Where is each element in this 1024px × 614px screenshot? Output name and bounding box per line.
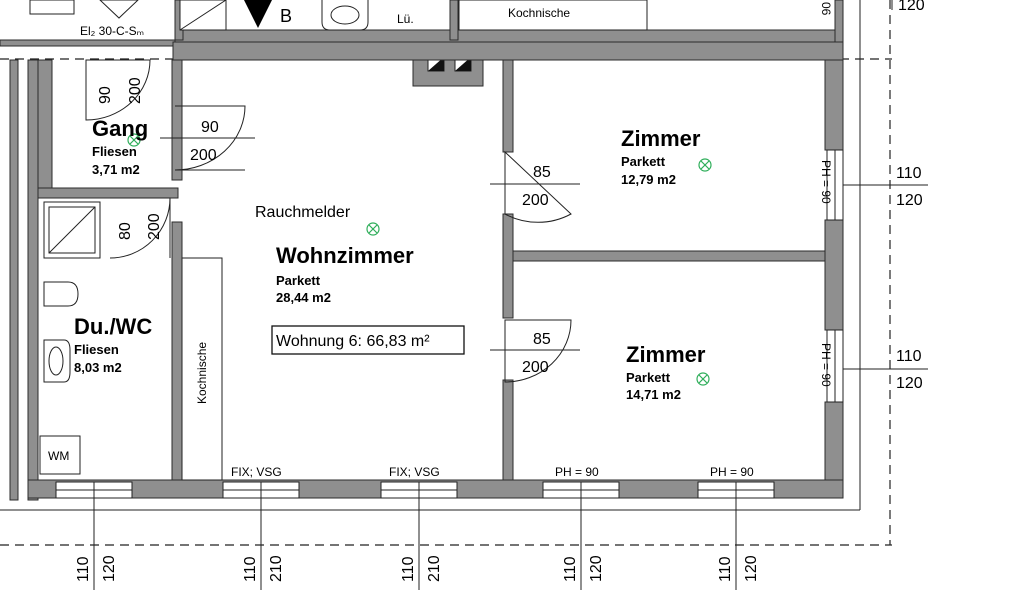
room-duwc-name: Du./WC — [74, 314, 152, 339]
washing-machine-label: WM — [48, 449, 69, 463]
toilet-icon — [43, 281, 79, 307]
door-3-width: 80 — [117, 222, 134, 240]
window-2-width: 110 — [242, 556, 259, 582]
room-zimmer2-area: 14,71 m2 — [626, 387, 681, 402]
section-marker-b — [244, 0, 272, 28]
door-5-height: 200 — [522, 359, 549, 376]
door-zimmer-1 — [490, 150, 580, 223]
wall-mid-1 — [502, 59, 514, 153]
room-wohnzimmer-area: 28,44 m2 — [276, 290, 331, 305]
window-3-width: 110 — [400, 556, 417, 582]
wall-gang-duwc — [37, 187, 179, 199]
section-label-b: B — [280, 6, 292, 26]
kochnische-side-label: Kochnische — [195, 342, 209, 404]
apartment-area-box — [271, 325, 465, 355]
window-3-height: 210 — [426, 555, 443, 582]
kochnische-counter — [181, 257, 223, 481]
window-right-2 — [826, 329, 844, 403]
door-1-width: 90 — [201, 119, 219, 136]
kochnische-upper-label: Kochnische — [508, 6, 570, 20]
wall-left-gang — [37, 59, 53, 189]
window-right-2-ph: PH = 90 — [819, 343, 833, 387]
room-gang-material: Fliesen — [92, 144, 137, 159]
window-right-2-height: 120 — [896, 375, 923, 392]
room-wohnzimmer-name: Wohnzimmer — [276, 243, 414, 268]
room-zimmer1-material: Parkett — [621, 154, 666, 169]
wall-top-main — [172, 41, 844, 61]
door-gang-wohnzimmer — [160, 105, 255, 171]
shower-top-icon — [179, 0, 227, 31]
door-3-height: 200 — [146, 213, 163, 240]
wall-zimmer-divider — [512, 250, 829, 262]
room-gang-name: Gang — [92, 116, 148, 141]
wall-right-2 — [824, 219, 844, 331]
window-5-width: 110 — [717, 556, 734, 582]
window-5-label: PH = 90 — [710, 465, 754, 479]
washing-machine — [39, 435, 81, 475]
top-right-dim-a: 06 — [819, 2, 833, 16]
window-2-height: 210 — [268, 555, 285, 582]
el-label: El₂ 30-C-Sₘ — [80, 24, 144, 38]
room-zimmer2-name: Zimmer — [626, 342, 706, 367]
wall-top-upper — [174, 29, 841, 43]
window-right-1-height: 120 — [896, 192, 923, 209]
door-4-height: 200 — [522, 192, 549, 209]
window-3-label: FIX; VSG — [389, 465, 440, 479]
sink-top-icon — [321, 0, 369, 31]
smoke-detector-label: Rauchmelder — [255, 204, 351, 221]
room-duwc-material: Fliesen — [74, 342, 119, 357]
kochnische-upper — [458, 0, 648, 31]
wall-left-inner — [27, 59, 39, 501]
room-zimmer2-material: Parkett — [626, 370, 671, 385]
window-5-height: 120 — [743, 555, 760, 582]
wall-right-1 — [824, 59, 844, 151]
window-right-2-width: 110 — [896, 348, 922, 365]
ventilation-label: Lü. — [397, 12, 414, 26]
window-right-1-ph: PH = 90 — [819, 160, 833, 204]
room-gang-area: 3,71 m2 — [92, 162, 140, 177]
window-4-height: 120 — [588, 555, 605, 582]
door-2-height: 200 — [127, 77, 144, 104]
room-zimmer1-area: 12,79 m2 — [621, 172, 676, 187]
sink-icon — [43, 339, 71, 383]
wall-gang-right — [171, 59, 183, 181]
apartment-area-label: Wohnung 6: 66,83 m² — [276, 333, 430, 350]
wall-top-left-thin — [0, 39, 176, 47]
window-1-width: 110 — [75, 556, 92, 582]
wall-top-stub-2 — [449, 0, 459, 41]
smoke-detector-icon — [696, 372, 710, 386]
window-right-1-width: 110 — [896, 165, 922, 182]
smoke-detector-icon — [366, 222, 380, 236]
window-4-width: 110 — [562, 556, 579, 582]
wall-left-outer — [9, 59, 19, 501]
door-duwc — [109, 197, 171, 259]
el-marker — [99, 0, 139, 19]
door-4-width: 85 — [533, 164, 551, 181]
window-2-label: FIX; VSG — [231, 465, 282, 479]
room-zimmer1-name: Zimmer — [621, 126, 701, 151]
wall-duwc-right — [171, 221, 183, 481]
window-1-height: 120 — [101, 555, 118, 582]
door-zimmer-2 — [490, 319, 580, 383]
door-2-width: 90 — [97, 86, 114, 104]
wall-mid-2 — [502, 213, 514, 319]
window-4-label: PH = 90 — [555, 465, 599, 479]
shower-icon — [43, 201, 101, 259]
top-right-dim-b: 120 — [898, 0, 925, 14]
room-wohnzimmer-material: Parkett — [276, 273, 321, 288]
smoke-detector-icon — [698, 158, 712, 172]
smoke-detector-icon — [127, 133, 141, 147]
wall-mid-3 — [502, 379, 514, 483]
door-1-height: 200 — [190, 147, 217, 164]
room-duwc-area: 8,03 m2 — [74, 360, 122, 375]
fixture-top-left — [29, 0, 75, 15]
door-5-width: 85 — [533, 331, 551, 348]
door-gang-top — [85, 59, 151, 121]
